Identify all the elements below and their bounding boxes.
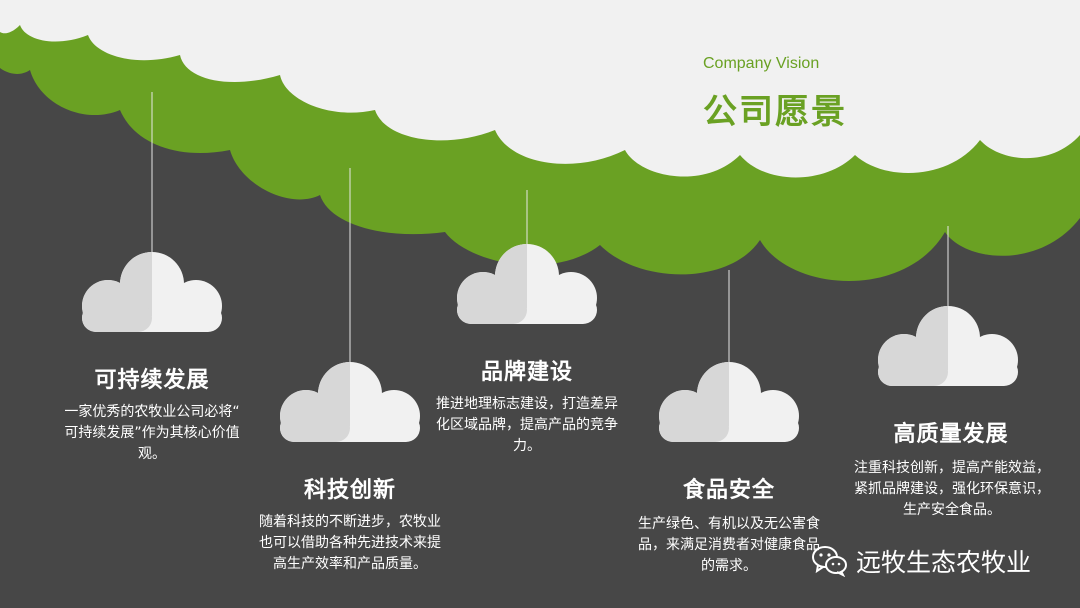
item-desc-quality: 注重科技创新，提高产能效益， 紧抓品牌建设，强化环保意识， 生产安全食品。 — [834, 458, 1070, 521]
desc-line: 的需求。 — [701, 558, 757, 574]
item-desc-sustainable: 一家优秀的农牧业公司必将“ 可持续发展”作为其核心价值 观。 — [40, 402, 264, 465]
cloud-icon-4 — [659, 362, 799, 442]
cloud-icon-2 — [280, 362, 420, 442]
desc-line: 一家优秀的农牧业公司必将“ — [64, 404, 240, 420]
cloud-icon-5 — [878, 306, 1018, 386]
cloud-icon-1 — [82, 252, 222, 332]
wechat-icon — [812, 546, 847, 577]
desc-line: 推进地理标志建设，打造差异 — [436, 396, 618, 412]
item-title-brand: 品牌建设 — [480, 360, 573, 385]
item-title-tech: 科技创新 — [303, 478, 396, 503]
account-watermark: 远牧生态农牧业 — [812, 542, 1031, 580]
item-title-quality: 高质量发展 — [893, 422, 1009, 447]
desc-line: 紧抓品牌建设，强化环保意识， — [854, 481, 1050, 497]
item-title-food-safety: 食品安全 — [682, 478, 775, 503]
desc-line: 注重科技创新，提高产能效益， — [854, 460, 1050, 476]
item-desc-tech: 随着科技的不断进步，农牧业 也可以借助各种先进技术来提 高生产效率和产品质量。 — [238, 512, 462, 575]
desc-line: 也可以借助各种先进技术来提 — [259, 535, 441, 551]
item-desc-food-safety: 生产绿色、有机以及无公害食 品，来满足消费者对健康食品 的需求。 — [617, 514, 841, 577]
item-title-sustainable: 可持续发展 — [94, 368, 210, 393]
desc-line: 生产绿色、有机以及无公害食 — [638, 516, 820, 532]
vision-subtitle: Company Vision — [703, 55, 820, 72]
desc-line: 可持续发展”作为其核心价值 — [64, 425, 240, 441]
desc-line: 化区域品牌，提高产品的竞争 — [436, 417, 618, 433]
desc-line: 随着科技的不断进步，农牧业 — [259, 514, 441, 530]
watermark-text: 远牧生态农牧业 — [856, 548, 1032, 577]
desc-line: 观。 — [138, 446, 166, 462]
desc-line: 力。 — [513, 438, 541, 454]
vision-title: 公司愿景 — [703, 92, 847, 132]
desc-line: 生产安全食品。 — [903, 502, 1001, 518]
hanging-strings — [151, 92, 949, 372]
light-cloud-band — [0, 0, 1080, 178]
item-desc-brand: 推进地理标志建设，打造差异 化区域品牌，提高产品的竞争 力。 — [415, 394, 639, 457]
desc-line: 高生产效率和产品质量。 — [273, 556, 427, 572]
desc-line: 品，来满足消费者对健康食品 — [638, 537, 820, 553]
